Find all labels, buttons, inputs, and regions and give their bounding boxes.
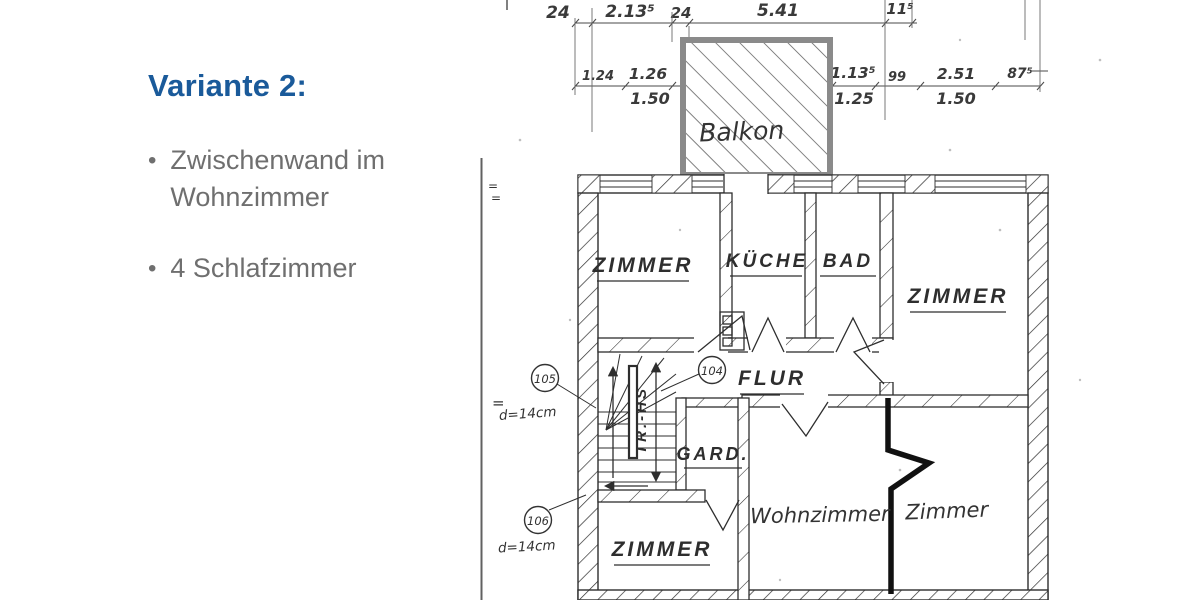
dim-row2-0: 1.24 — [582, 69, 614, 84]
room-wohnzimmer: Wohnzimmer — [750, 502, 891, 528]
note-a: d=14cm — [498, 404, 557, 424]
room-zimmer-tr: ZIMMER — [907, 285, 1009, 308]
slide-title: Variante 2: — [148, 68, 308, 103]
bullet-glyph: • — [148, 147, 157, 174]
dim-row2-6: 99 — [888, 70, 906, 85]
interior-walls — [597, 192, 1029, 600]
note-a-equals: = — [492, 394, 505, 412]
dim-row3-2: 1.25 — [834, 89, 873, 108]
dim-row1-3: 5.41 — [757, 1, 799, 21]
eq-mark-1: = — [488, 179, 498, 193]
dim-row2-8: 87⁵ — [1007, 66, 1033, 82]
room-flur: FLUR — [738, 367, 806, 390]
floorplan: 24 2.13⁵ 24 5.41 11⁵ 1.24 1.26 1.74 1.26… — [480, 0, 1102, 600]
balcony: Balkon — [680, 37, 833, 178]
dim-row1-0: 24 — [546, 3, 570, 23]
room-labels: ZIMMER KÜCHE BAD ZIMMER FLUR GARD. ZIMME… — [592, 251, 1009, 566]
dim-row1-4: 11⁵ — [886, 0, 913, 18]
stairs-label: TR.-HS — [633, 386, 650, 454]
dim-row2-7: 2.51 — [937, 65, 975, 83]
stairs: TR.-HS — [598, 353, 677, 492]
note-b: d=14cm — [498, 538, 556, 557]
bullet-item-2: • 4 Schlafzimmer — [148, 250, 445, 287]
eq-mark-2: = — [491, 191, 501, 205]
room-zimmer-bl: ZIMMER — [611, 538, 713, 561]
zwischenwand-partition — [885, 398, 936, 594]
room-gard: GARD. — [677, 444, 750, 464]
bullet-glyph: • — [148, 255, 157, 282]
bullet-text-2: 4 Schlafzimmer — [170, 253, 357, 283]
marker-104: 104 — [701, 364, 723, 378]
annotations: 105 104 106 = d=14cm d=14cm = = — [488, 179, 727, 557]
dim-row2-1: 1.26 — [629, 65, 667, 83]
dim-row3-3: 1.50 — [936, 89, 975, 108]
room-kueche: KÜCHE — [726, 251, 809, 272]
dim-row1-1: 2.13⁵ — [605, 2, 654, 22]
dim-row2-5: 1.13⁵ — [830, 64, 875, 82]
dim-row1-2: 24 — [671, 4, 692, 22]
bullet-item-1: • Zwischenwand im Wohnzimmer — [148, 142, 445, 216]
marker-105: 105 — [534, 372, 556, 386]
room-zimmer-br: Zimmer — [904, 498, 990, 525]
dim-row3-0: 1.50 — [630, 89, 669, 108]
room-zimmer-tl: ZIMMER — [592, 254, 694, 277]
bullet-text-1: Zwischenwand im Wohnzimmer — [170, 145, 385, 212]
door-swings — [697, 314, 885, 532]
wc-fixture — [719, 311, 745, 351]
marker-106: 106 — [527, 514, 549, 528]
room-bad: BAD — [823, 251, 873, 272]
balcony-label: Balkon — [699, 116, 785, 148]
